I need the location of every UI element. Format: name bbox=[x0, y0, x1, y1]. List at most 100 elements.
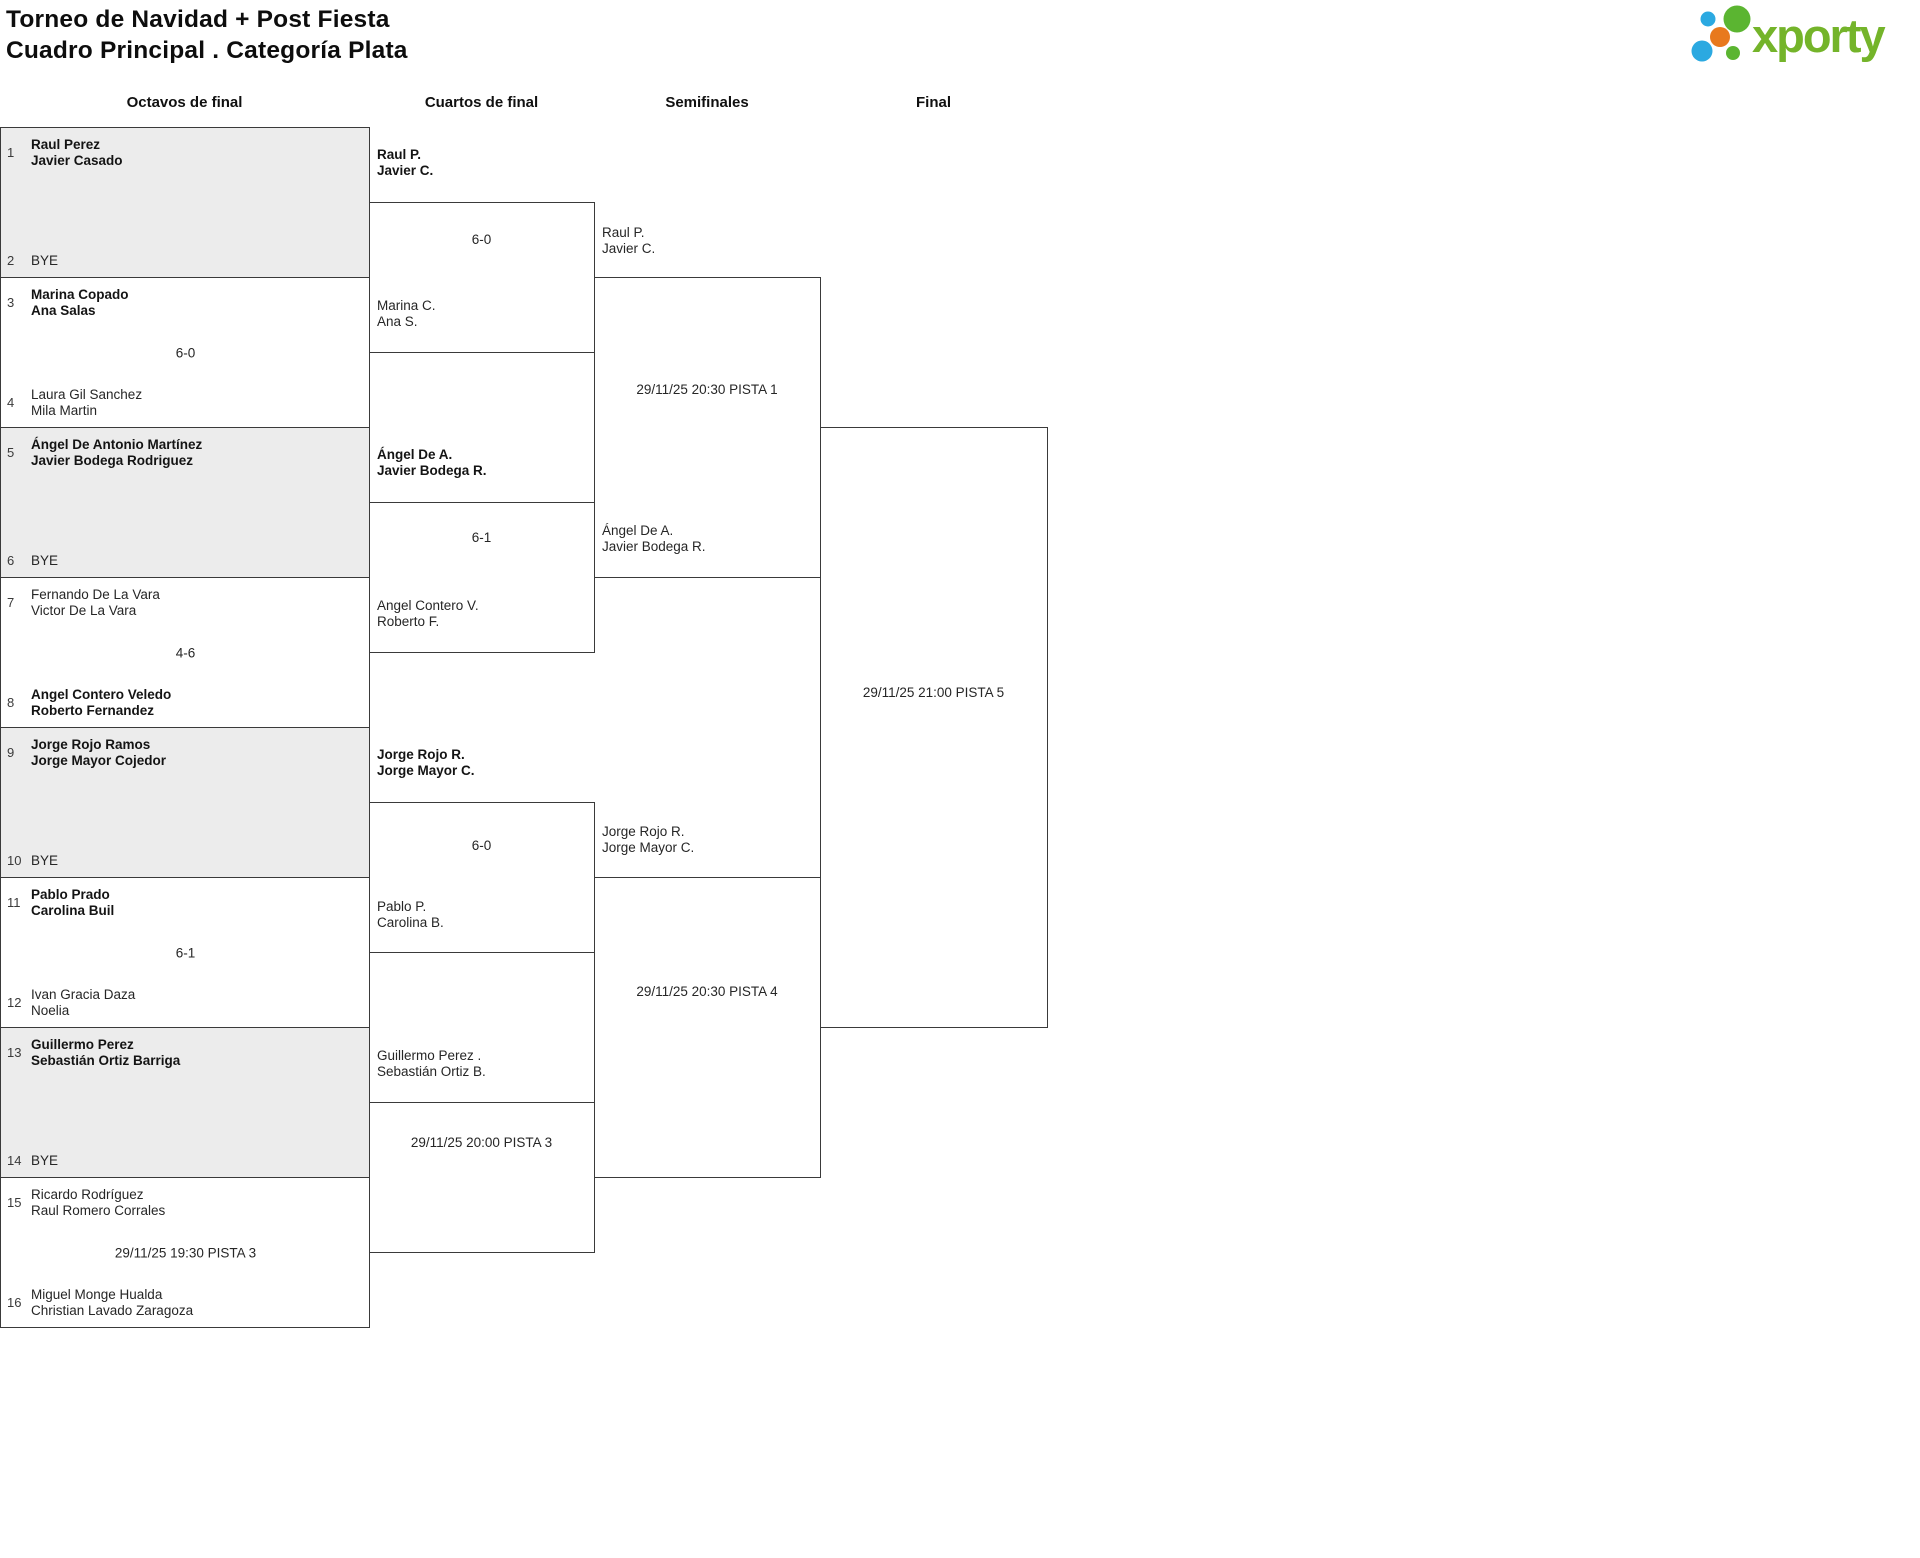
r16-slot-10: 10 BYE bbox=[1, 853, 359, 869]
qf2-score: 6-1 bbox=[471, 530, 492, 545]
team-player-1: Ángel De A. bbox=[602, 523, 674, 538]
team-names: Guillermo Perez Sebastián Ortiz Barriga bbox=[31, 1037, 359, 1068]
r16-slot-3: 3 Marina Copado Ana Salas bbox=[1, 287, 359, 318]
r16-slot-6: 6 BYE bbox=[1, 553, 359, 569]
seed-number: 15 bbox=[7, 1195, 22, 1210]
team-player-1: Ángel De A. bbox=[377, 447, 453, 462]
team-player-1: Fernando De La Vara bbox=[31, 587, 160, 602]
r16-slot-16: 16 Miguel Monge Hualda Christian Lavado … bbox=[1, 1287, 359, 1318]
qf4-team1-label: Guillermo Perez . Sebastián Ortiz B. bbox=[377, 1048, 486, 1080]
r16-slot-14: 14 BYE bbox=[1, 1153, 359, 1169]
team-player-2: Sebastián Ortiz Barriga bbox=[31, 1052, 181, 1068]
team-player-2: Javier Bodega R. bbox=[602, 539, 706, 554]
xporty-logo-icon: xporty bbox=[1691, 5, 1888, 62]
team-player-1: Raul P. bbox=[377, 147, 422, 162]
r16-slot-7: 7 Fernando De La Vara Victor De La Vara bbox=[1, 587, 359, 618]
round-header-final: Final bbox=[915, 94, 951, 111]
xporty-logo[interactable]: xporty bbox=[1688, 2, 1916, 68]
qf1-score: 6-0 bbox=[471, 232, 492, 247]
team-names: Pablo Prado Carolina Buil bbox=[31, 887, 359, 918]
r16-match-1: 1 Raul Perez Javier Casado 2 BYE bbox=[0, 127, 370, 278]
r16-match-4: 7 Fernando De La Vara Victor De La Vara … bbox=[0, 577, 370, 728]
team-player-2: Victor De La Vara bbox=[31, 602, 137, 618]
bye-label: BYE bbox=[31, 852, 59, 868]
team-player-2: Ana Salas bbox=[31, 302, 96, 318]
team-player-1: Raul P. bbox=[602, 225, 645, 240]
r16-match-8: 15 Ricardo Rodríguez Raul Romero Corrale… bbox=[0, 1177, 370, 1328]
team-player-2: Ana S. bbox=[377, 314, 418, 329]
team-player-1: Jorge Rojo R. bbox=[602, 824, 685, 839]
logo-dot-blue-small-icon bbox=[1700, 11, 1716, 27]
qf-match-4-box bbox=[369, 1102, 595, 1253]
bye-label: BYE bbox=[31, 552, 59, 568]
team-player-2: Christian Lavado Zaragoza bbox=[31, 1302, 194, 1318]
team-names: Laura Gil Sanchez Mila Martin bbox=[31, 387, 359, 418]
team-player-2: Javier Bodega R. bbox=[377, 463, 487, 478]
r16-match-6: 11 Pablo Prado Carolina Buil 6-1 12 Ivan… bbox=[0, 877, 370, 1028]
team-player-2: Javier Casado bbox=[31, 152, 123, 168]
round-header-semifinales: Semifinales bbox=[665, 94, 749, 111]
team-player-1: Angel Contero V. bbox=[377, 598, 479, 613]
r16-slot-8: 8 Angel Contero Veledo Roberto Fernandez bbox=[1, 687, 359, 718]
team-names: Miguel Monge Hualda Christian Lavado Zar… bbox=[31, 1287, 359, 1318]
seed-number: 14 bbox=[7, 1152, 22, 1168]
seed-number: 3 bbox=[7, 295, 15, 310]
logo-dot-orange-icon bbox=[1710, 27, 1730, 47]
team-player-1: Ivan Gracia Daza bbox=[31, 987, 136, 1002]
seed-number: 11 bbox=[7, 895, 21, 910]
team-player-2: Raul Romero Corrales bbox=[31, 1202, 166, 1218]
seed-number: 9 bbox=[7, 745, 15, 760]
seed-number: 5 bbox=[7, 445, 15, 460]
qf1-team2-label: Marina C. Ana S. bbox=[377, 298, 436, 330]
team-player-2: Javier Bodega Rodriguez bbox=[31, 452, 194, 468]
team-names: BYE bbox=[31, 853, 359, 869]
r16-slot-2: 2 BYE bbox=[1, 253, 359, 269]
seed-number: 1 bbox=[7, 145, 15, 160]
page-subtitle: Cuadro Principal . Categoría Plata bbox=[6, 37, 408, 64]
seed-number: 7 bbox=[7, 595, 15, 610]
team-player-1: Pablo Prado bbox=[31, 887, 110, 902]
team-player-1: Jorge Rojo R. bbox=[377, 747, 465, 762]
sf1-team1-label: Raul P. Javier C. bbox=[602, 225, 655, 257]
team-names: BYE bbox=[31, 553, 359, 569]
team-player-2: Roberto Fernandez bbox=[31, 702, 155, 718]
logo-dot-green-big-icon bbox=[1723, 5, 1751, 33]
bye-label: BYE bbox=[31, 252, 59, 268]
team-names: Ricardo Rodríguez Raul Romero Corrales bbox=[31, 1187, 359, 1218]
seed-number: 8 bbox=[7, 695, 15, 710]
bye-label: BYE bbox=[31, 1152, 59, 1168]
page-title: Torneo de Navidad + Post Fiesta bbox=[6, 6, 390, 33]
qf3-score: 6-0 bbox=[471, 838, 492, 853]
team-player-2: Sebastián Ortiz B. bbox=[377, 1064, 486, 1079]
team-player-2: Javier C. bbox=[377, 163, 434, 178]
team-player-1: Marina C. bbox=[377, 298, 436, 313]
team-names: Jorge Rojo Ramos Jorge Mayor Cojedor bbox=[31, 737, 359, 768]
team-player-2: Jorge Mayor Cojedor bbox=[31, 752, 167, 768]
team-player-2: Mila Martin bbox=[31, 402, 98, 418]
seed-number: 6 bbox=[7, 552, 15, 568]
team-player-1: Pablo P. bbox=[377, 899, 427, 914]
r16-match-5: 9 Jorge Rojo Ramos Jorge Mayor Cojedor 1… bbox=[0, 727, 370, 878]
team-player-2: Jorge Mayor C. bbox=[377, 763, 475, 778]
team-player-2: Roberto F. bbox=[377, 614, 440, 629]
match-score: 6-0 bbox=[175, 345, 196, 360]
team-player-2: Noelia bbox=[31, 1002, 70, 1018]
qf-match-2-box bbox=[369, 502, 595, 653]
seed-number: 2 bbox=[7, 252, 15, 268]
team-player-2: Carolina Buil bbox=[31, 902, 115, 918]
seed-number: 4 bbox=[7, 395, 15, 410]
round-header-cuartos: Cuartos de final bbox=[424, 94, 539, 111]
team-names: Ivan Gracia Daza Noelia bbox=[31, 987, 359, 1018]
logo-dot-green-small-icon bbox=[1726, 46, 1740, 60]
r16-match-3: 5 Ángel De Antonio Martínez Javier Bodeg… bbox=[0, 427, 370, 578]
match-score: 6-1 bbox=[175, 945, 196, 960]
team-player-1: Marina Copado bbox=[31, 287, 129, 302]
team-player-2: Carolina B. bbox=[377, 915, 444, 930]
team-player-1: Ángel De Antonio Martínez bbox=[31, 437, 203, 452]
team-names: Fernando De La Vara Victor De La Vara bbox=[31, 587, 359, 618]
seed-number: 13 bbox=[7, 1045, 22, 1060]
team-player-1: Raul Perez bbox=[31, 137, 101, 152]
logo-wordmark: xporty bbox=[1752, 9, 1886, 62]
qf3-team2-label: Pablo P. Carolina B. bbox=[377, 899, 444, 931]
